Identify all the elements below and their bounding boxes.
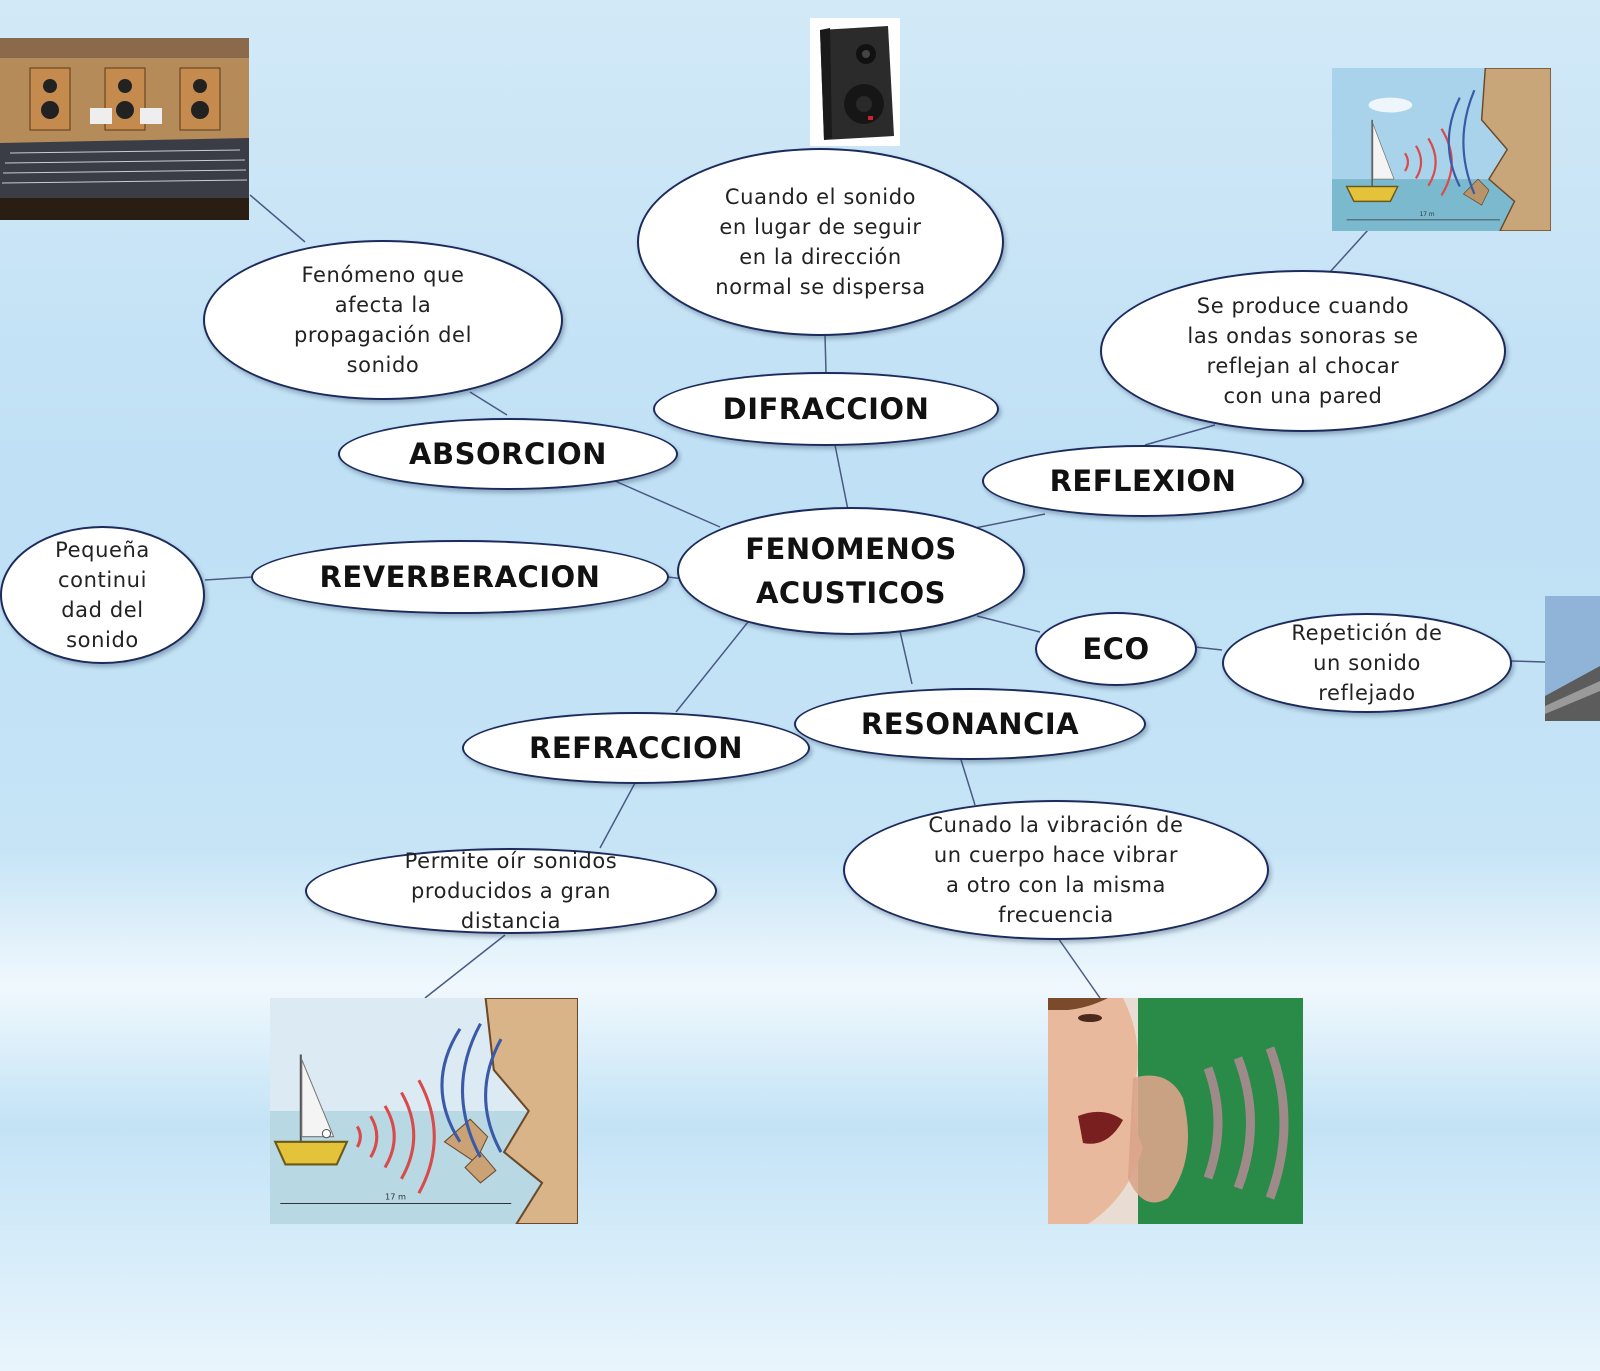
refraccion-description: Permite oír sonidos producidos a gran di…: [305, 848, 717, 934]
speaker-image: [810, 18, 900, 146]
eco-description: Repetición de un sonido reflejado: [1222, 613, 1512, 713]
line-eco-central: [977, 616, 1040, 632]
line-difraccion-central: [835, 445, 848, 510]
reflexion-label: REFLEXION: [1050, 464, 1237, 498]
eco-description-text: Repetición de un sonido reflejado: [1291, 618, 1442, 708]
eco-label: ECO: [1082, 632, 1149, 666]
reverberacion-label: REVERBERACION: [320, 560, 601, 594]
line-absorcion-desc: [470, 392, 507, 415]
line-absorcion-central: [615, 481, 720, 527]
absorcion-description-text: Fenómeno que afecta la propagación del s…: [294, 260, 472, 380]
line-absorcion-image: [250, 195, 305, 242]
shouting-woman-image: [1048, 998, 1303, 1224]
line-reflexion-desc: [1145, 425, 1215, 445]
line-difraccion-desc: [825, 335, 826, 372]
resonancia-label: RESONANCIA: [861, 707, 1079, 741]
central-label: FENOMENOS ACUSTICOS: [745, 527, 957, 615]
refraccion-description-text: Permite oír sonidos producidos a gran di…: [405, 846, 618, 936]
line-reverberacion-desc: [205, 577, 253, 580]
refraccion-node: REFRACCION: [462, 712, 810, 784]
difraccion-description: Cuando el sonido en lugar de seguir en l…: [637, 148, 1004, 336]
reflexion-description: Se produce cuando las ondas sonoras se r…: [1100, 270, 1506, 432]
reflexion-description-text: Se produce cuando las ondas sonoras se r…: [1187, 291, 1418, 411]
absorcion-label: ABSORCION: [409, 437, 607, 471]
difraccion-description-text: Cuando el sonido en lugar de seguir en l…: [715, 182, 925, 302]
line-refraccion-image: [425, 935, 505, 998]
resonancia-node: RESONANCIA: [794, 688, 1146, 760]
line-eco-image: [1510, 661, 1545, 662]
resonancia-description: Cunado la vibración de un cuerpo hace vi…: [843, 800, 1269, 940]
line-resonancia-central: [899, 627, 912, 684]
resonancia-description-text: Cunado la vibración de un cuerpo hace vi…: [928, 810, 1183, 930]
line-eco-desc: [1195, 647, 1222, 650]
reverberacion-description: Pequeña continui dad del sonido: [0, 526, 205, 664]
absorcion-node: ABSORCION: [338, 418, 678, 490]
recording-studio-image: [0, 38, 249, 220]
central-node: FENOMENOS ACUSTICOS: [677, 507, 1025, 635]
line-refraccion-desc: [600, 783, 635, 848]
line-resonancia-image: [1058, 938, 1100, 998]
svg-text:17 m: 17 m: [385, 1191, 406, 1201]
line-refraccion-central: [676, 622, 748, 712]
line-reflexion-image: [1330, 230, 1368, 272]
svg-text:17 m: 17 m: [1420, 212, 1435, 218]
boat-cliff-large-image: 17 m: [270, 998, 578, 1224]
difraccion-label: DIFRACCION: [723, 392, 930, 426]
eco-node: ECO: [1035, 612, 1197, 686]
reverberacion-node: REVERBERACION: [251, 540, 669, 614]
line-reflexion-central: [975, 514, 1045, 528]
building-image: [1545, 596, 1600, 721]
refraccion-label: REFRACCION: [529, 731, 743, 765]
reflexion-node: REFLEXION: [982, 445, 1304, 517]
reverberacion-description-text: Pequeña continui dad del sonido: [55, 535, 150, 655]
boat-cliff-small-image: 17 m: [1332, 68, 1551, 231]
difraccion-node: DIFRACCION: [653, 372, 999, 446]
absorcion-description: Fenómeno que afecta la propagación del s…: [203, 240, 563, 400]
